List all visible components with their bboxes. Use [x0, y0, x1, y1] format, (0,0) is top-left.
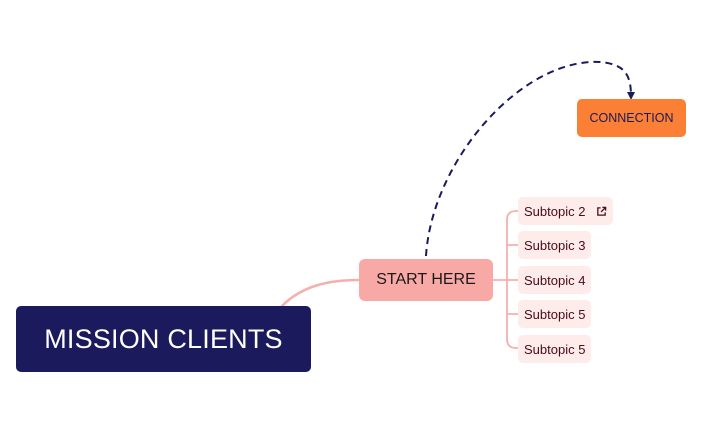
- root-to-main-branch: [280, 278, 361, 308]
- floating-topic[interactable]: CONNECTION: [577, 99, 686, 137]
- main-topic-label: START HERE: [376, 271, 476, 288]
- floating-topic-label: CONNECTION: [589, 111, 674, 125]
- subtopic-label: Subtopic 2: [524, 203, 586, 219]
- subtopic-label: Subtopic 3: [524, 237, 586, 253]
- subtopic-node[interactable]: Subtopic 4: [518, 266, 592, 294]
- central-topic-label: MISSION CLIENTS: [44, 323, 283, 354]
- central-topic[interactable]: MISSION CLIENTS: [16, 306, 311, 372]
- external-link-icon[interactable]: [596, 206, 607, 217]
- relationship-connector[interactable]: [425, 60, 635, 257]
- subtopic-label: Subtopic 5: [524, 341, 586, 357]
- subtopic-node[interactable]: Subtopic 3: [518, 231, 592, 259]
- subtopic-node[interactable]: Subtopic 2: [518, 197, 614, 225]
- subtopic-node[interactable]: Subtopic 5: [518, 300, 592, 328]
- subtopic-node[interactable]: Subtopic 5: [518, 335, 592, 363]
- main-to-subtopics-branches: [492, 210, 519, 349]
- subtopic-label: Subtopic 5: [524, 306, 586, 322]
- main-topic[interactable]: START HERE: [359, 259, 493, 301]
- subtopic-label: Subtopic 4: [524, 272, 586, 288]
